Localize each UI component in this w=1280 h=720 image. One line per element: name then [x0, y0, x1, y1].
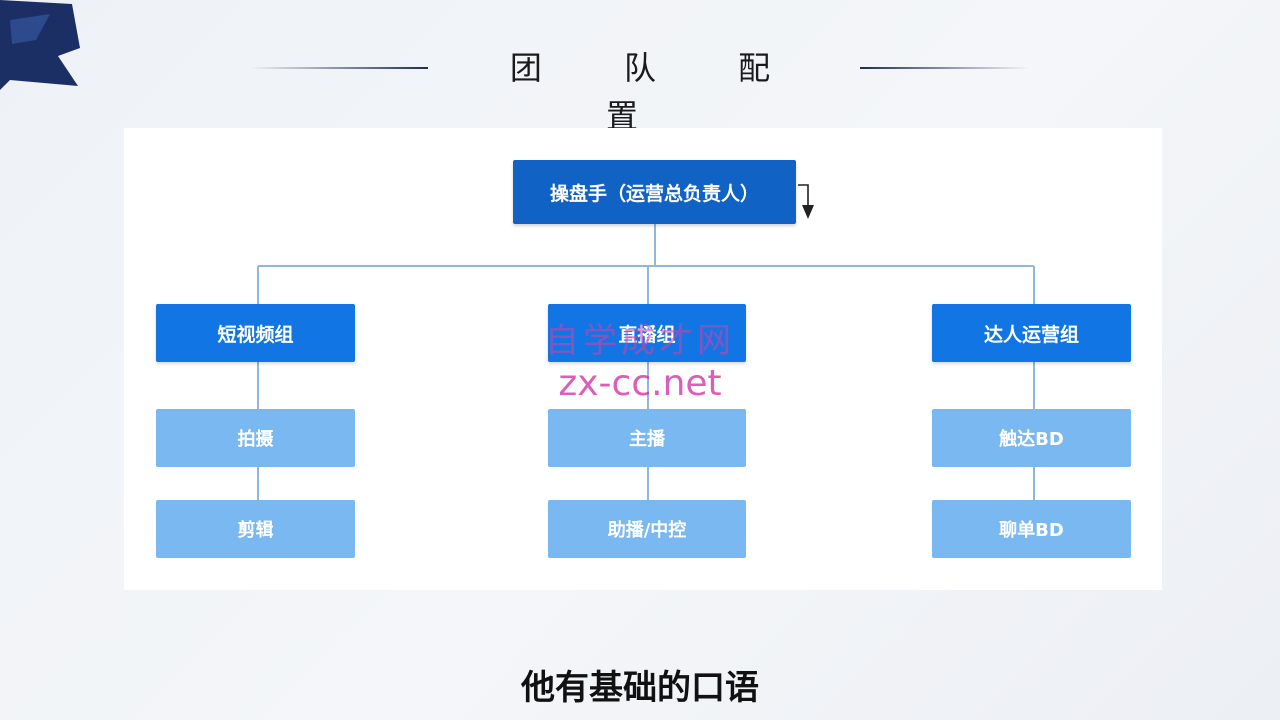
page-title: 团 队 配 置 [509, 49, 807, 135]
org-node-member: 触达BD [932, 409, 1131, 467]
org-node-member-label: 助播/中控 [607, 520, 687, 541]
org-node-group-short-video: 短视频组 [156, 304, 355, 362]
org-node-group-label: 直播组 [618, 323, 676, 346]
title-row: 团 队 配 置 [0, 44, 1280, 135]
org-node-group-live: 直播组 [548, 304, 746, 362]
org-node-group-influencer-ops: 达人运营组 [932, 304, 1131, 362]
org-node-member: 主播 [548, 409, 746, 467]
title-line-left [250, 67, 428, 69]
org-node-member-label: 剪辑 [237, 520, 274, 541]
org-node-member-label: 主播 [629, 429, 665, 450]
video-subtitle: 他有基础的口语 [521, 668, 759, 708]
org-node-member-label: 触达BD [999, 429, 1064, 450]
org-node-group-label: 短视频组 [217, 323, 294, 346]
corner-decoration [0, 0, 80, 90]
org-node-member-label: 拍摄 [237, 429, 274, 450]
org-node-root: 操盘手（运营总负责人） [513, 160, 796, 224]
title-line-right [860, 67, 1030, 69]
org-node-group-label: 达人运营组 [983, 323, 1079, 346]
org-node-root-label: 操盘手（运营总负责人） [549, 182, 759, 205]
org-node-member: 聊单BD [932, 500, 1131, 558]
org-node-member: 拍摄 [156, 409, 355, 467]
org-node-member-label: 聊单BD [999, 520, 1064, 541]
arrow-down-icon [798, 184, 814, 219]
org-node-member: 助播/中控 [548, 500, 746, 558]
org-node-member: 剪辑 [156, 500, 355, 558]
